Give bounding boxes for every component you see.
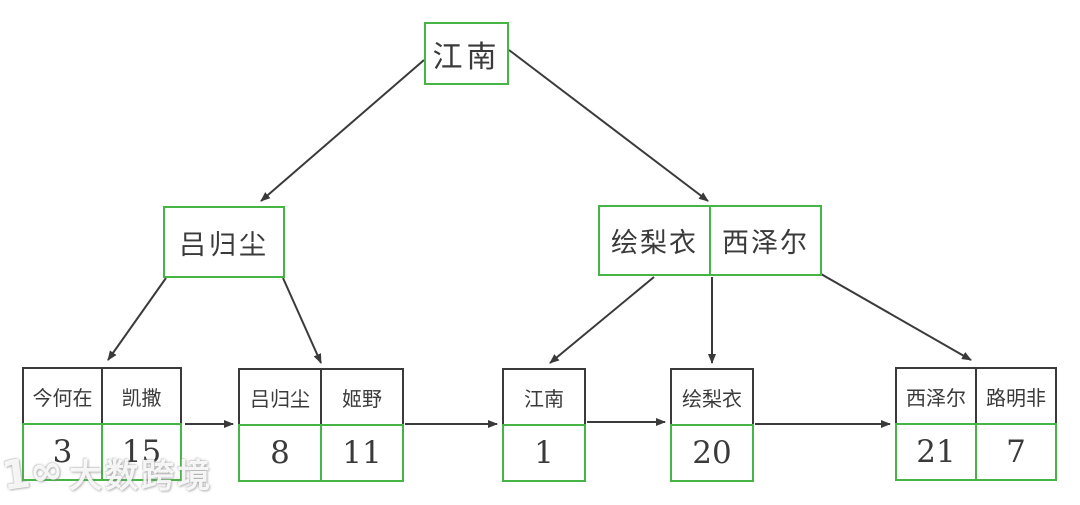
leaf-4-value-1: 20 [692,435,732,471]
leaf-2-value-row: 8 11 [238,424,404,482]
internal-node-left: 吕归尘 [163,206,285,278]
leaf-node-3: 江南 1 [502,368,586,482]
leaf-2-value-1: 8 [270,435,290,471]
leaf-1-value-2: 15 [121,434,162,470]
leaf-3-value-cell-1: 1 [502,424,586,482]
edge-root-to-right-child [508,49,709,202]
root-key-label: 江南 [432,39,501,75]
internal-right-key-label-2: 西泽尔 [722,228,809,259]
leaf-5-key-2: 路明非 [986,385,1046,410]
leaf-1-value-cell-1: 3 [22,423,103,481]
leaf-3-key-row: 江南 [502,368,586,426]
leaf-5-key-cell-2: 路明非 [975,367,1057,425]
leaf-1-value-1: 3 [52,434,73,470]
leaf-node-5: 西泽尔 路明非 21 7 [895,367,1057,481]
leaf-1-key-cell-1: 今何在 [22,367,103,425]
edge-intright-to-leaf5 [820,273,972,361]
leaf-3-key-1: 江南 [524,386,564,411]
leaf-3-value-row: 1 [502,424,586,482]
leaf-5-value-cell-1: 21 [895,423,977,481]
edge-root-to-left-child [260,59,425,202]
root-node: 江南 [424,22,509,85]
internal-right-key-cell-1: 绘梨衣 [598,205,711,276]
leaf-3-key-cell-1: 江南 [502,368,586,426]
edge-intleft-to-leaf2 [282,277,322,364]
edge-intleft-to-leaf1 [107,277,167,361]
leaf-5-key-cell-1: 西泽尔 [895,367,977,425]
internal-left-key-cell: 吕归尘 [163,206,285,278]
leaf-2-value-cell-2: 11 [320,424,404,482]
leaf-2-value-cell-1: 8 [238,424,322,482]
internal-right-key-label-1: 绘梨衣 [611,228,698,259]
leaf-3-value-1: 1 [534,435,554,471]
leaf-2-key-cell-2: 姬野 [320,368,404,426]
leaf-4-value-cell-1: 20 [670,424,754,482]
leaf-4-key-1: 绘梨衣 [682,386,742,411]
leaf-2-key-cell-1: 吕归尘 [238,368,322,426]
leaf-node-1: 今何在 凯撒 3 15 [22,367,182,481]
leaf-2-key-1: 吕归尘 [250,386,310,411]
leaf-1-key-1: 今何在 [32,385,93,410]
internal-left-key-label: 吕归尘 [179,229,269,261]
leaf-5-value-row: 21 7 [895,423,1057,481]
root-key-cell: 江南 [424,22,509,85]
leaf-node-2: 吕归尘 姬野 8 11 [238,368,404,482]
leaf-1-value-row: 3 15 [22,423,182,481]
leaf-5-key-1: 西泽尔 [906,385,966,410]
internal-node-right: 绘梨衣 西泽尔 [598,205,822,276]
leaf-4-key-row: 绘梨衣 [670,368,754,426]
internal-right-key-cell-2: 西泽尔 [709,205,822,276]
leaf-node-4: 绘梨衣 20 [670,368,754,482]
leaf-5-value-cell-2: 7 [975,423,1057,481]
leaf-1-key-2: 凯撒 [121,385,162,410]
leaf-5-value-2: 7 [1006,434,1026,470]
leaf-2-key-2: 姬野 [342,386,382,411]
leaf-2-value-2: 11 [342,435,382,471]
leaf-5-value-1: 21 [916,434,956,470]
leaf-1-key-row: 今何在 凯撒 [22,367,182,425]
leaf-1-key-cell-2: 凯撒 [101,367,182,425]
leaf-2-key-row: 吕归尘 姬野 [238,368,404,426]
edge-intright-to-leaf3 [549,276,655,364]
leaf-5-key-row: 西泽尔 路明非 [895,367,1057,425]
leaf-4-key-cell-1: 绘梨衣 [670,368,754,426]
leaf-1-value-cell-2: 15 [101,423,182,481]
leaf-4-value-row: 20 [670,424,754,482]
